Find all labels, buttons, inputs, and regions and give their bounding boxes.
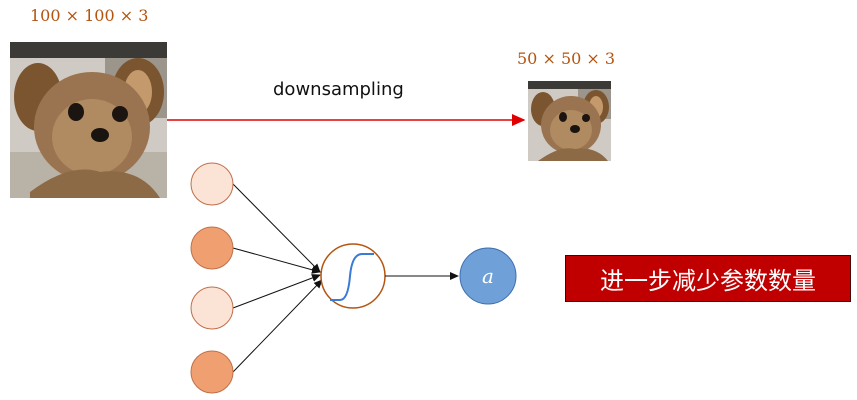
output-node bbox=[459, 247, 517, 305]
input-dog-photo bbox=[10, 42, 167, 198]
input-node-2 bbox=[190, 226, 234, 270]
input-size-label: 100 × 100 × 3 bbox=[30, 6, 149, 25]
activation-curve bbox=[330, 253, 374, 301]
output-dog-photo bbox=[528, 81, 611, 161]
output-node-label: a bbox=[482, 264, 494, 288]
downsampling-label: downsampling bbox=[273, 79, 404, 100]
output-size-label: 50 × 50 × 3 bbox=[517, 49, 616, 68]
reduce-parameters-banner: 进一步减少参数数量 bbox=[565, 255, 851, 302]
input-node-4 bbox=[190, 350, 234, 394]
input-node-3 bbox=[190, 286, 234, 330]
connection-2 bbox=[232, 247, 321, 274]
connection-4 bbox=[232, 279, 323, 373]
connection-3 bbox=[232, 274, 321, 309]
neuron-node bbox=[320, 243, 386, 309]
connection-1 bbox=[232, 183, 321, 273]
input-node-1 bbox=[190, 162, 234, 206]
